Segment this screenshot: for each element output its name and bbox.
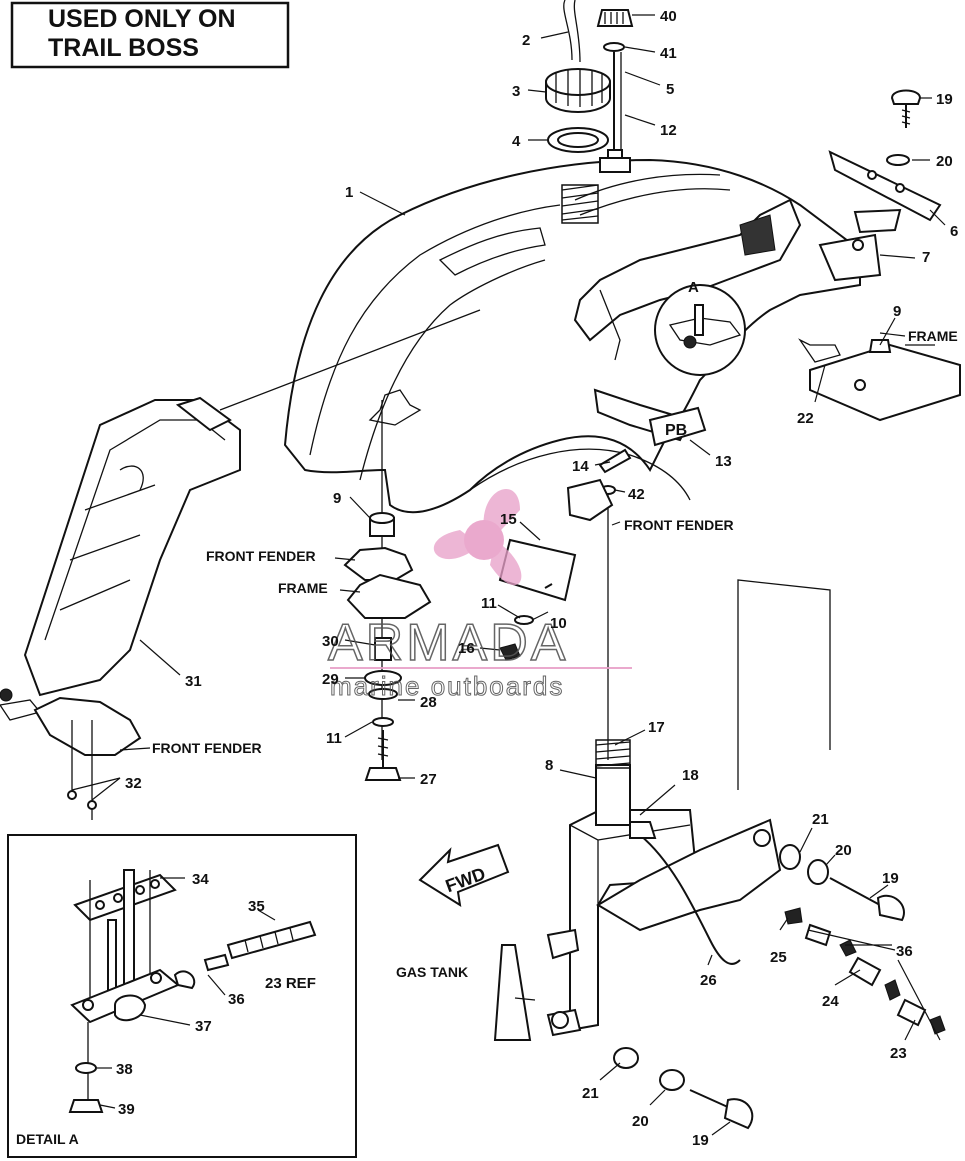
callout-27: 27 <box>420 771 437 788</box>
callout-40: 40 <box>660 8 677 25</box>
callout-21-low: 21 <box>582 1085 599 1102</box>
watermark-brand: ARMADA <box>328 614 568 672</box>
callout-20-top: 20 <box>936 153 953 170</box>
callout-6: 6 <box>950 223 958 240</box>
callout-17: 17 <box>648 719 665 736</box>
callout-30: 30 <box>322 633 339 650</box>
callout-12: 12 <box>660 122 677 139</box>
left-fender-pad <box>33 696 142 820</box>
detail-a-box: DETAIL A <box>7 834 357 1158</box>
callout-1: 1 <box>345 184 353 201</box>
callout-9-mid: 9 <box>333 490 341 507</box>
callout-21-right: 21 <box>812 811 829 828</box>
banner-line2: TRAIL BOSS <box>48 34 199 62</box>
gas-tank-icon <box>493 944 532 1041</box>
gas-cap-part <box>545 0 611 113</box>
callout-23-right: 23 <box>890 1045 907 1062</box>
callout-36-detail: 36 <box>228 991 245 1008</box>
armada-watermark: ARMADA marine outboards <box>327 488 632 702</box>
leader-lines <box>71 14 946 1136</box>
label-frame-mid: FRAME <box>278 580 328 596</box>
trail-boss-banner: USED ONLY ON TRAIL BOSS <box>10 1 290 69</box>
callout-42: 42 <box>628 486 645 503</box>
fuel-gauge-part <box>596 9 634 173</box>
callout-11-low: 11 <box>326 730 342 747</box>
mount-hardware-stack <box>343 400 432 781</box>
callout-3: 3 <box>512 83 520 100</box>
callout-4: 4 <box>512 133 521 150</box>
callout-28: 28 <box>420 694 437 711</box>
callout-2: 2 <box>522 32 530 49</box>
screw-19-top <box>890 89 922 128</box>
callout-22: 22 <box>797 410 814 427</box>
label-front-fender-mid: FRONT FENDER <box>206 548 316 564</box>
bracket-part <box>818 150 942 282</box>
callout-39: 39 <box>118 1101 135 1118</box>
callout-14: 14 <box>572 458 589 475</box>
callout-24: 24 <box>822 993 839 1010</box>
washer-20-top <box>886 154 910 166</box>
right-hardware <box>613 579 946 1130</box>
label-frame-top: FRAME <box>908 328 958 344</box>
detail-a-letter: A <box>688 279 699 296</box>
callout-34: 34 <box>192 871 209 888</box>
callout-35: 35 <box>248 898 265 915</box>
part-callouts: 2 3 4 40 41 5 12 1 19 20 6 7 9 22 13 14 … <box>116 8 958 1149</box>
pb-mark: PB <box>665 422 687 439</box>
label-front-fender-left: FRONT FENDER <box>152 740 262 756</box>
center-hardware <box>498 448 632 760</box>
detail-a-title: DETAIL A <box>16 1131 79 1147</box>
callout-8: 8 <box>545 757 553 774</box>
banner-line1: USED ONLY ON <box>48 5 236 33</box>
frame-plate-part <box>798 338 961 422</box>
front-fender-part <box>283 158 861 514</box>
callout-19-right: 19 <box>882 870 899 887</box>
callout-38: 38 <box>116 1061 133 1078</box>
callout-19-low: 19 <box>692 1132 709 1149</box>
callout-10: 10 <box>550 615 567 632</box>
callout-16: 16 <box>458 640 475 657</box>
callout-5: 5 <box>666 81 674 98</box>
callout-36-right: 36 <box>896 943 913 960</box>
callout-13: 13 <box>715 453 732 470</box>
callout-9-top: 9 <box>893 303 901 320</box>
gas-tank-part <box>546 739 782 1037</box>
callout-11-mid: 11 <box>481 595 497 612</box>
callout-7: 7 <box>922 249 930 266</box>
callout-20-low: 20 <box>632 1113 649 1130</box>
callout-41: 41 <box>660 45 677 62</box>
text-labels: FRAME FRONT FENDER FRAME FRONT FENDER FR… <box>152 328 958 992</box>
propeller-logo-icon <box>433 488 522 586</box>
callout-18: 18 <box>682 767 699 784</box>
callout-20-right: 20 <box>835 842 852 859</box>
callout-25: 25 <box>770 949 787 966</box>
label-gas-tank: GAS TANK <box>396 964 468 980</box>
detail-a-callout: A <box>654 279 746 376</box>
label-23-ref: 23 REF <box>265 975 316 992</box>
callout-15: 15 <box>500 511 517 528</box>
pb-tag: PB <box>648 406 707 447</box>
callout-32: 32 <box>125 775 142 792</box>
gasket-part <box>547 127 609 153</box>
callout-26: 26 <box>700 972 717 989</box>
callout-29: 29 <box>322 671 339 688</box>
watermark-tagline: marine outboards <box>330 671 564 701</box>
callout-37: 37 <box>195 1018 212 1035</box>
fwd-arrow-icon: FWD <box>418 843 510 908</box>
fender-bracket-part <box>0 309 481 721</box>
callout-31: 31 <box>185 673 202 690</box>
filler-neck-spring <box>561 184 599 224</box>
callout-19-top: 19 <box>936 91 953 108</box>
label-front-fender-right: FRONT FENDER <box>624 517 734 533</box>
